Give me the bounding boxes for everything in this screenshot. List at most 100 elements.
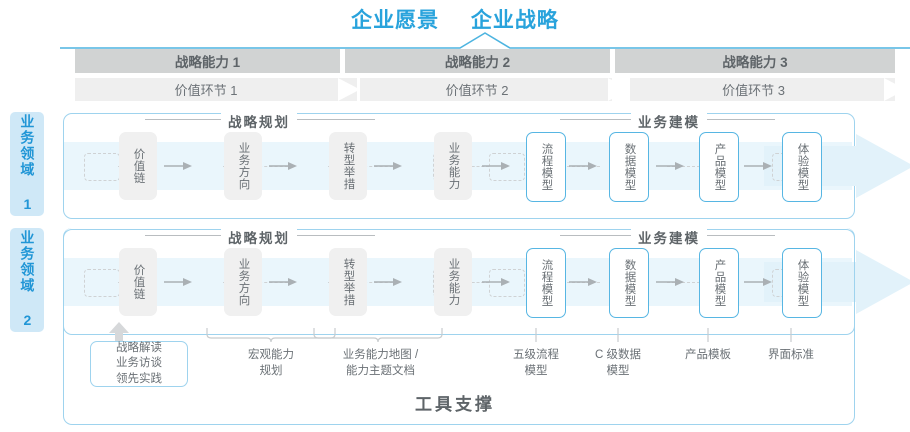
node-value-chain-2[interactable]: 价值链 [119, 248, 157, 316]
annotation-data-model: C 级数据 模型 [563, 348, 673, 379]
node-label: 产品模型 [713, 259, 726, 307]
brace-capability-map [313, 328, 443, 343]
arrow-icon [569, 162, 597, 170]
node-business-capability-1[interactable]: 业务能力 [434, 132, 472, 200]
node-data-model-1[interactable]: 数据模型 [609, 132, 649, 202]
arrow-icon [656, 162, 684, 170]
value-band-1: 价值环节 1 [75, 78, 357, 101]
domain-label-1-text: 业务领域 1 [19, 114, 36, 214]
tool-support-container [63, 228, 855, 425]
row-1-placeholder-mid2 [489, 153, 525, 181]
capability-band-2: 战略能力 2 [345, 49, 610, 73]
node-label: 流程模型 [540, 143, 553, 191]
section-caption-modeling-2: 业务建模 [631, 227, 707, 247]
node-label: 数据模型 [623, 259, 636, 307]
node-transformation-2[interactable]: 转型举措 [329, 248, 367, 316]
domain-label-2: 业务领域 2 [10, 228, 44, 332]
capability-band-1-label: 战略能力 1 [174, 55, 241, 70]
arrow-icon [656, 278, 684, 286]
chevron-divider-2-icon [608, 78, 630, 101]
annotation-line-1: 业务能力地图 / [342, 349, 419, 361]
annotation-line-1: 产品模板 [685, 349, 731, 361]
arrow-icon [164, 278, 192, 286]
annotation-line-1: 界面标准 [768, 349, 814, 361]
node-process-model-1[interactable]: 流程模型 [526, 132, 566, 202]
arrow-icon [482, 162, 510, 170]
node-label: 流程模型 [540, 259, 553, 307]
value-band-2: 价值环节 2 [360, 78, 612, 101]
row-2-placeholder-mid2 [489, 269, 525, 297]
brace-process-model [535, 328, 537, 342]
node-business-direction-2[interactable]: 业务方向 [224, 248, 262, 316]
capability-band-2-label: 战略能力 2 [444, 55, 511, 70]
arrow-icon [744, 278, 772, 286]
annotation-macro-capability: 宏观能力 规划 [216, 348, 326, 379]
arrow-icon [374, 278, 402, 286]
title-vision: 企业愿景 [351, 9, 440, 32]
annotation-line-1: 五级流程 [513, 349, 559, 361]
arrow-icon [269, 278, 297, 286]
domain-row-1: 价值链 业务方向 转型举措 业务能力 流程模型 数据模型 产品模型 体验模型 [63, 113, 910, 219]
footer-label: 工具支撑 [415, 395, 495, 414]
annotation-capability-map: 业务能力地图 / 能力主题文档 [318, 348, 443, 379]
chevron-divider-1-icon [338, 78, 360, 101]
row-2-dash-4 [467, 282, 489, 283]
node-label: 业务方向 [237, 258, 250, 306]
arrow-icon [482, 278, 510, 286]
brace-data-model [617, 328, 619, 342]
annotation-line-2: 能力主题文档 [346, 364, 415, 377]
node-experience-model-2[interactable]: 体验模型 [782, 248, 822, 318]
brace-product-template [707, 328, 709, 342]
row-2-dash-6 [667, 282, 705, 283]
annotation-ui-standard: 界面标准 [736, 348, 846, 364]
section-caption-planning-1: 战略规划 [221, 111, 297, 131]
node-label: 业务能力 [447, 142, 460, 190]
section-caption-modeling-1: 业务建模 [631, 111, 707, 131]
node-transformation-1[interactable]: 转型举措 [329, 132, 367, 200]
node-label: 价值链 [132, 264, 145, 300]
domain-row-2: 价值链 业务方向 转型举措 业务能力 流程模型 数据模型 产品模型 体验模型 [63, 229, 910, 335]
node-product-model-1[interactable]: 产品模型 [699, 132, 739, 202]
arrow-icon [374, 162, 402, 170]
node-business-capability-2[interactable]: 业务能力 [434, 248, 472, 316]
node-label: 业务能力 [447, 258, 460, 306]
tent-connector-line [60, 32, 910, 49]
page-title: 企业愿景 企业战略 [0, 4, 910, 34]
arrow-icon [269, 162, 297, 170]
node-label: 体验模型 [796, 143, 809, 191]
domain-label-2-text: 业务领域 2 [19, 230, 36, 330]
annotation-line-2: 模型 [606, 364, 630, 377]
annotation-line-1: C 级数据 [595, 349, 641, 361]
arrow-icon [744, 162, 772, 170]
node-label: 产品模型 [713, 143, 726, 191]
annotation-line-1: 宏观能力 [248, 349, 294, 361]
annotation-line-1: 战略解读 [116, 341, 162, 354]
row-1-placeholder-start [84, 153, 120, 181]
capability-band-3-label: 战略能力 3 [722, 55, 788, 70]
node-label: 转型举措 [342, 142, 355, 190]
arrow-icon [164, 162, 192, 170]
capability-band-3: 战略能力 3 [615, 49, 895, 73]
node-label: 转型举措 [342, 258, 355, 306]
node-process-model-2[interactable]: 流程模型 [526, 248, 566, 318]
value-band-1-label: 价值环节 1 [174, 83, 238, 98]
annotation-process-model: 五级流程 模型 [481, 348, 591, 379]
value-band-3-label: 价值环节 3 [722, 83, 785, 98]
row-1-dash-4 [467, 166, 489, 167]
node-value-chain-1[interactable]: 价值链 [119, 132, 157, 200]
row-1-dash-6 [667, 166, 705, 167]
node-product-model-2[interactable]: 产品模型 [699, 248, 739, 318]
node-label: 价值链 [132, 148, 145, 184]
node-data-model-2[interactable]: 数据模型 [609, 248, 649, 318]
node-business-direction-1[interactable]: 业务方向 [224, 132, 262, 200]
section-caption-planning-2: 战略规划 [221, 227, 297, 247]
node-label: 业务方向 [237, 142, 250, 190]
tool-uparrow-icon [109, 322, 129, 346]
capability-band-1: 战略能力 1 [75, 49, 340, 73]
annotation-box-strategy-input[interactable]: 战略解读 业务访谈 领先实践 [90, 341, 188, 387]
annotation-line-2: 业务访谈 [116, 357, 162, 370]
annotation-line-2: 模型 [524, 364, 548, 377]
node-label: 数据模型 [623, 143, 636, 191]
node-experience-model-1[interactable]: 体验模型 [782, 132, 822, 202]
annotation-product-template: 产品模板 [653, 348, 763, 364]
